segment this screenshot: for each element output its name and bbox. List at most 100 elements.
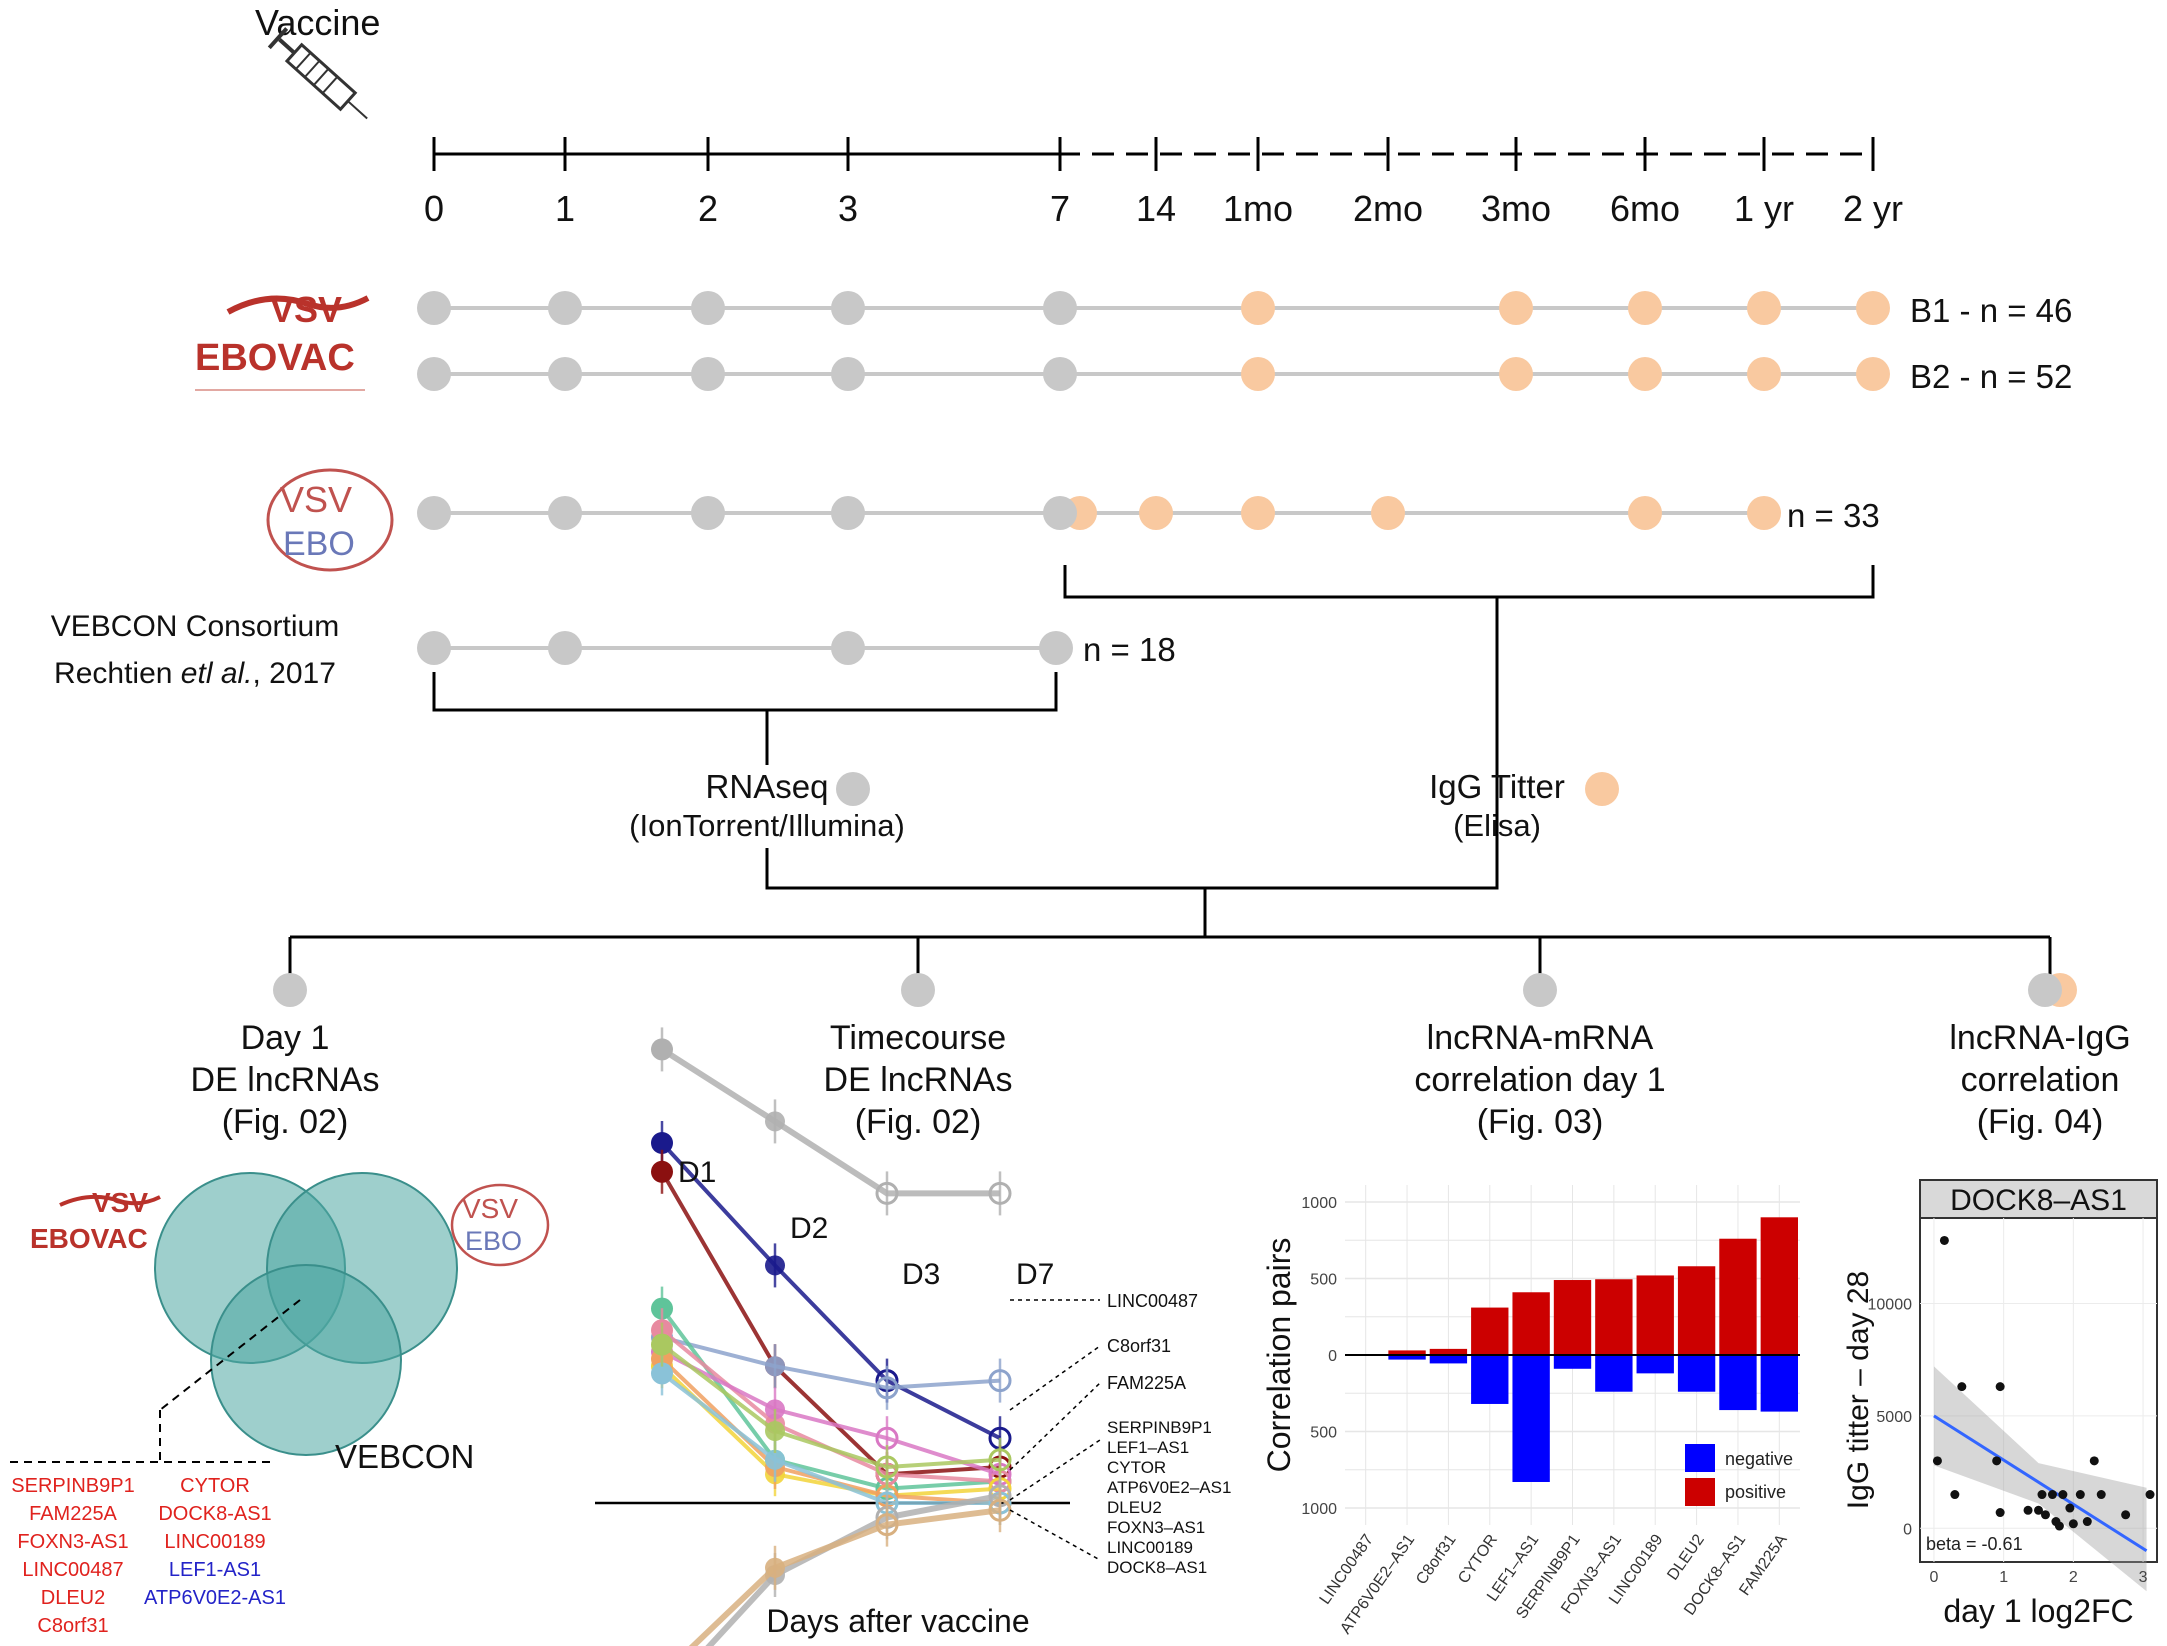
- bar-negative: [1677, 1355, 1716, 1392]
- timeline-tick-label: 2mo: [1353, 188, 1423, 229]
- y-tick-label: 1000: [1301, 1195, 1337, 1212]
- scatter-point: [1992, 1456, 2002, 1466]
- svg-text:lncRNA-IgG: lncRNA-IgG: [1949, 1019, 2130, 1057]
- bar-positive: [1760, 1217, 1798, 1355]
- panel-title-lnc-mrna: lncRNA-mRNA correlation day 1 (Fig. 03): [1414, 1019, 1665, 1141]
- timepoint-label: D2: [790, 1212, 828, 1245]
- series-line: [660, 1364, 1001, 1498]
- scatter-point: [2047, 1490, 2057, 1500]
- timepoint-dot: [1628, 291, 1662, 325]
- series-right-label: LINC00487: [1107, 1291, 1198, 1311]
- series-right-label: DOCK8–AS1: [1107, 1558, 1207, 1577]
- x-tick-label: 3: [2139, 1569, 2148, 1586]
- svg-text:VSV: VSV: [270, 289, 342, 330]
- svg-text:EBO: EBO: [465, 1226, 522, 1256]
- scatter-xlabel: day 1 log2FC: [1943, 1593, 2133, 1629]
- scatter-point: [2096, 1490, 2106, 1500]
- data-point: [765, 1255, 785, 1276]
- bar-ylabel: Correlation pairs: [1261, 1238, 1297, 1473]
- scatter-point: [2054, 1521, 2064, 1531]
- panel-dot-igg-rna: [2028, 973, 2062, 1007]
- b1-label: B1 - n = 46: [1910, 292, 2072, 329]
- data-point: [988, 1448, 1012, 1472]
- bar-positive: [1719, 1238, 1757, 1355]
- timepoint-dot: [831, 631, 865, 665]
- data-point: [765, 1557, 785, 1578]
- scatter-point: [2121, 1510, 2131, 1520]
- panel-dot-lnc-mrna: [1523, 973, 1557, 1007]
- timepoint-dot: [1241, 291, 1275, 325]
- svg-text:VSV: VSV: [462, 1193, 518, 1224]
- data-point: [765, 1449, 785, 1470]
- series-line: [688, 1507, 1001, 1646]
- scatter-point: [1957, 1382, 1967, 1392]
- bar-positive: [1677, 1266, 1716, 1355]
- series-line: [660, 1343, 1001, 1470]
- gene-label: ATP6V0E2-AS1: [144, 1587, 286, 1609]
- timepoint-dot: [417, 291, 451, 325]
- fit-line: [1933, 1414, 2148, 1553]
- scatter-point: [2145, 1490, 2155, 1500]
- timepoint-dot: [831, 357, 865, 391]
- timepoint-dot: [548, 357, 582, 391]
- ebo-cohort-label: n = 33: [1787, 497, 1880, 534]
- svg-text:VSV: VSV: [92, 1187, 148, 1218]
- timeline-tick-label: 7: [1050, 188, 1070, 229]
- vaccine-label: Vaccine: [255, 2, 380, 43]
- venn-diagram: [10, 1172, 458, 1463]
- timeline-tick-label: 1mo: [1223, 188, 1293, 229]
- timeline-tick-label: 3: [838, 188, 858, 229]
- y-tick-label: 500: [1310, 1272, 1337, 1289]
- bar-positive: [1553, 1280, 1592, 1355]
- timepoint-dot: [1499, 357, 1533, 391]
- timepoint-dot: [548, 631, 582, 665]
- series-line: [661, 1335, 1001, 1390]
- bar-negative: [1512, 1355, 1550, 1482]
- scatter-point: [2040, 1510, 2050, 1520]
- bar-positive: [1512, 1292, 1550, 1355]
- timepoint-dot: [1039, 631, 1073, 665]
- bar-positive: [1388, 1350, 1426, 1355]
- x-tick-label: 0: [1929, 1569, 1938, 1586]
- panel-title-timecourse: Timecourse DE lncRNAs (Fig. 02): [824, 1019, 1013, 1141]
- timeline-tick-label: 2: [698, 188, 718, 229]
- timepoint-dot: [1747, 357, 1781, 391]
- svg-text:(Fig. 02): (Fig. 02): [855, 1103, 982, 1141]
- data-point: [765, 1356, 785, 1377]
- bar-negative: [1553, 1355, 1592, 1369]
- y-tick-label: 10000: [1868, 1296, 1913, 1313]
- timepoint-dot: [1628, 357, 1662, 391]
- data-point: [651, 1160, 673, 1183]
- timeline-tick-label: 6mo: [1610, 188, 1680, 229]
- confidence-band: [1933, 1366, 2147, 1592]
- timeline-tick-label: 0: [424, 188, 444, 229]
- y-tick-label: 5000: [1876, 1409, 1912, 1426]
- timepoint-dot: [417, 631, 451, 665]
- timepoint-dot: [1856, 357, 1890, 391]
- svg-text:(Fig. 03): (Fig. 03): [1477, 1103, 1604, 1141]
- bar-negative: [1636, 1355, 1674, 1374]
- gene-label: LINC00487: [22, 1559, 123, 1581]
- rnaseq-label: RNAseq: [706, 768, 829, 805]
- legend-negative-label: negative: [1725, 1449, 1793, 1469]
- gene-label: LEF1-AS1: [169, 1559, 261, 1581]
- timepoint-dot: [1628, 496, 1662, 530]
- svg-text:Day 1: Day 1: [241, 1019, 330, 1057]
- series-line: [661, 1350, 1001, 1477]
- bar-negative: [1760, 1355, 1798, 1412]
- venn-circle-vebcon: [210, 1264, 402, 1456]
- vebcon-source-line2: Rechtien etl al., 2017: [54, 657, 336, 690]
- timepoint-dot: [1139, 496, 1173, 530]
- panel-title-day1: Day 1 DE lncRNAs (Fig. 02): [191, 1019, 380, 1141]
- timepoint-dot: [1241, 496, 1275, 530]
- timepoint-label: D7: [1016, 1258, 1054, 1291]
- legend-swatch-negative: [1685, 1444, 1715, 1472]
- series-line: [660, 1170, 1001, 1477]
- timecourse-xlabel: Days after vaccine: [766, 1603, 1029, 1639]
- timepoint-dot: [1043, 291, 1077, 325]
- svg-text:DE lncRNAs: DE lncRNAs: [191, 1061, 380, 1099]
- scatter-point: [2034, 1505, 2043, 1515]
- y-tick-label: 0: [1328, 1348, 1337, 1365]
